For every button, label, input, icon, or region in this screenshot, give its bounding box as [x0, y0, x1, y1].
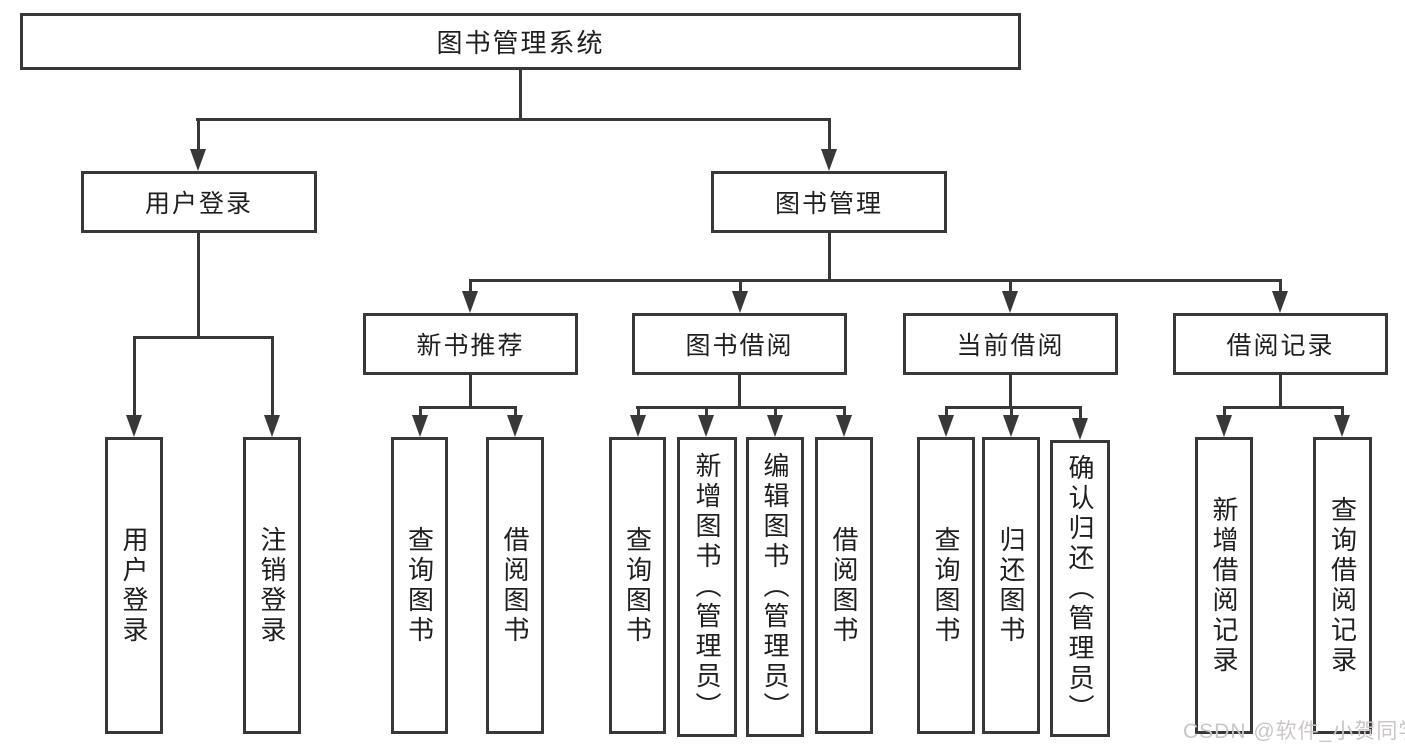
arrow-down-icon — [507, 406, 523, 437]
leaf-add-books-admin: 新增图书（管理员） — [677, 437, 737, 737]
node-label: 用户登录 — [144, 190, 253, 218]
arrow-down-icon — [190, 118, 206, 171]
leaf-label: 用户登录 — [119, 525, 149, 646]
leaf-edit-books-admin: 编辑图书（管理员） — [746, 437, 804, 737]
leaf-label: 查询借阅记录 — [1327, 495, 1358, 676]
connector-line — [469, 279, 1282, 282]
node-borrowing-records: 借阅记录 — [1173, 313, 1388, 375]
arrow-down-icon — [126, 336, 142, 437]
node-book-borrowing: 图书借阅 — [632, 313, 847, 375]
csdn-watermark: CSDN @软件_小贺同学 — [1183, 720, 1405, 743]
node-current-borrowing: 当前借阅 — [903, 313, 1118, 375]
leaf-label: 查询图书 — [622, 525, 653, 646]
connector-line — [519, 70, 522, 121]
arrow-down-icon — [630, 406, 646, 437]
arrow-down-icon — [821, 118, 837, 171]
leaf-label: 新增借阅记录 — [1209, 495, 1239, 676]
leaf-label: 查询图书 — [404, 525, 435, 646]
node-label: 图书管理 — [774, 190, 883, 218]
node-library-management-system: 图书管理系统 — [20, 13, 1021, 70]
connector-line — [1279, 375, 1282, 409]
node-user-login: 用户登录 — [81, 171, 317, 233]
node-new-book-recommendation: 新书推荐 — [363, 313, 578, 375]
leaf-query-borrowing-record: 查询借阅记录 — [1313, 437, 1372, 734]
arrow-down-icon — [1003, 406, 1019, 437]
connector-line — [419, 406, 517, 409]
leaf-query-books-1: 查询图书 — [391, 437, 448, 734]
leaf-label: 查询图书 — [931, 525, 961, 646]
connector-line — [196, 118, 831, 121]
leaf-label: 借阅图书 — [829, 525, 859, 646]
arrow-down-icon — [1216, 406, 1232, 437]
connector-line — [197, 233, 200, 339]
leaf-label: 编辑图书（管理员） — [760, 452, 790, 722]
node-label: 图书管理系统 — [436, 28, 605, 58]
arrow-down-icon — [1002, 279, 1018, 313]
connector-line — [636, 406, 846, 409]
node-book-management: 图书管理 — [711, 171, 947, 233]
leaf-confirm-return-admin: 确认归还（管理员） — [1050, 440, 1110, 737]
connector-line — [1223, 406, 1344, 409]
arrow-down-icon — [732, 279, 748, 313]
arrow-down-icon — [767, 406, 783, 437]
connector-line — [133, 336, 274, 339]
node-label: 借阅记录 — [1226, 332, 1335, 360]
connector-line — [738, 375, 741, 409]
arrow-down-icon — [462, 279, 478, 313]
leaf-query-books-3: 查询图书 — [917, 437, 975, 734]
connector-line — [945, 406, 1081, 409]
arrow-down-icon — [938, 406, 954, 437]
node-label: 当前借阅 — [956, 332, 1065, 360]
leaf-add-borrowing-record: 新增借阅记录 — [1195, 437, 1253, 734]
arrow-down-icon — [1272, 279, 1288, 313]
leaf-borrow-books-1: 借阅图书 — [486, 437, 544, 734]
leaf-label: 归还图书 — [996, 525, 1026, 646]
leaf-label: 确认归还（管理员） — [1065, 453, 1095, 724]
arrow-down-icon — [1072, 406, 1088, 440]
arrow-down-icon — [836, 406, 852, 437]
leaf-borrow-books-2: 借阅图书 — [815, 437, 873, 734]
leaf-logout: 注销登录 — [243, 437, 301, 734]
leaf-label: 新增图书（管理员） — [692, 452, 722, 722]
connector-line — [1009, 375, 1012, 409]
arrow-down-icon — [698, 406, 714, 437]
connector-line — [828, 233, 831, 282]
node-label: 图书借阅 — [685, 332, 794, 360]
node-label: 新书推荐 — [416, 332, 525, 360]
leaf-label: 注销登录 — [257, 525, 287, 646]
arrow-down-icon — [1334, 406, 1350, 437]
leaf-return-books: 归还图书 — [982, 437, 1040, 734]
connector-line — [469, 375, 472, 409]
arrow-down-icon — [264, 336, 280, 437]
leaf-user-login: 用户登录 — [105, 437, 163, 734]
arrow-down-icon — [412, 406, 428, 437]
leaf-label: 借阅图书 — [500, 525, 530, 646]
leaf-query-books-2: 查询图书 — [609, 437, 666, 734]
